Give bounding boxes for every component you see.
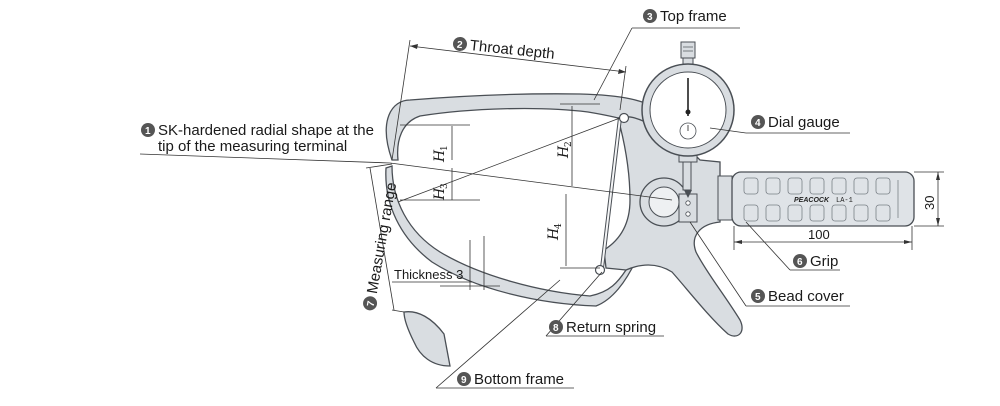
- svg-text:2: 2: [456, 40, 463, 52]
- badge-1: [141, 123, 155, 137]
- h2-label: H: [556, 145, 572, 159]
- h4-label: H: [546, 227, 562, 241]
- svg-text:3: 3: [647, 12, 653, 23]
- badge-6: [793, 254, 807, 268]
- throat-depth-dimension: [391, 39, 627, 161]
- h1-sub: 1: [440, 145, 450, 151]
- label-7: 7 Measuring range: [363, 181, 400, 311]
- grip: PEACOCK LA-1: [717, 171, 915, 227]
- label-1-line2: tip of the measuring terminal: [158, 138, 347, 155]
- dial-gauge: [641, 41, 735, 163]
- badge-9: [457, 372, 471, 386]
- grip-model: LA-1: [836, 197, 853, 205]
- h4-sub: 4: [554, 223, 564, 229]
- label-9-text: Bottom frame: [474, 371, 564, 388]
- label-8-text: Return spring: [566, 319, 656, 336]
- label-4-text: Dial gauge: [768, 114, 840, 131]
- lower-jaw-tip: [403, 311, 451, 367]
- grip-ridges: [743, 177, 899, 222]
- svg-text:4: 4: [755, 118, 761, 129]
- badge-5: [751, 289, 765, 303]
- h1-label: H: [432, 149, 448, 163]
- grip-diameter-dimension: [914, 171, 944, 227]
- grip-length-dimension: [733, 226, 913, 250]
- label-3-text: Top frame: [660, 8, 727, 25]
- caliper-body: [385, 93, 743, 367]
- label-3: 3 Top frame: [643, 8, 727, 25]
- badge-4: [751, 115, 765, 129]
- svg-text:1: 1: [145, 126, 151, 137]
- plunger: [678, 159, 698, 223]
- svg-text:9: 9: [461, 375, 467, 386]
- bottom-frame: [385, 165, 637, 307]
- svg-text:7: 7: [366, 300, 378, 308]
- svg-text:8: 8: [553, 323, 559, 334]
- badge-7: [363, 296, 378, 311]
- h2-sub: 2: [564, 141, 574, 147]
- badge-2: [453, 37, 467, 51]
- measuring-range-dimension: [365, 163, 405, 313]
- badge-3: [643, 9, 657, 23]
- label-1-line1: SK-hardened radial shape at the: [158, 122, 374, 139]
- label-6: 6 Grip: [793, 253, 838, 270]
- grip-diameter-value: 30: [922, 196, 937, 210]
- label-1: 1 SK-hardened radial shape at the tip of…: [141, 122, 374, 155]
- svg-text:5: 5: [755, 292, 761, 303]
- grip-brand: PEACOCK: [794, 197, 830, 204]
- label-5-text: Bead cover: [768, 288, 844, 305]
- label-8: 8 Return spring: [549, 319, 656, 336]
- svg-text:6: 6: [797, 257, 803, 268]
- h3-label: H: [432, 187, 448, 201]
- label-6-text: Grip: [810, 253, 838, 270]
- label-5: 5 Bead cover: [751, 288, 844, 305]
- frame-hub: [603, 116, 743, 337]
- grip-length-value: 100: [808, 227, 830, 242]
- thickness-label: Thickness 3: [394, 267, 463, 282]
- label-2-text: Throat depth: [469, 37, 555, 63]
- label-9: 9 Bottom frame: [457, 371, 564, 388]
- label-4: 4 Dial gauge: [751, 114, 840, 131]
- h3-sub: 3: [440, 183, 450, 189]
- label-2: 2 Throat depth: [453, 37, 555, 63]
- badge-8: [549, 320, 563, 334]
- h-labels: H 1 H 3 H 2 H 4: [432, 141, 574, 241]
